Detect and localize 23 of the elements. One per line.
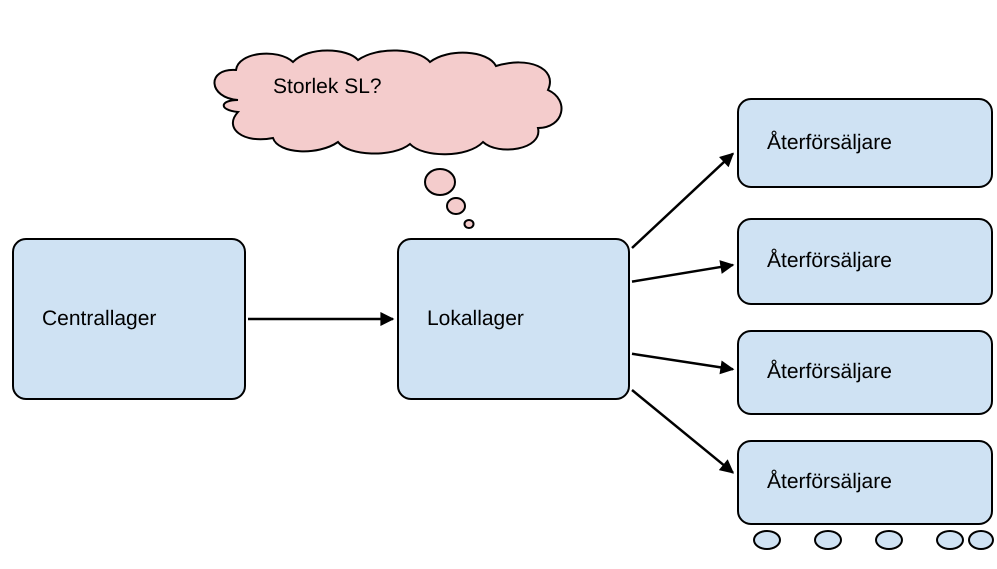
process-box [737,330,993,415]
process-box [737,98,993,188]
arrow [632,352,734,374]
node-label: Återförsäljare [767,469,892,496]
node-label: Återförsäljare [767,359,892,386]
ellipsis-dot [753,530,781,550]
node-label: Storlek SL? [273,75,382,98]
node-label: Återförsäljare [767,248,892,274]
ellipsis-dot [875,530,903,550]
arrow [631,152,734,249]
ellipsis-dot [968,530,994,550]
process-box [737,440,993,525]
process-box [12,238,246,400]
ellipsis-dot [936,530,964,550]
node-label: Återförsäljare [767,130,892,156]
ellipsis-dot [814,530,842,550]
arrow [248,312,394,326]
node-label: Centrallager [42,306,156,332]
arrow [632,260,734,283]
process-box [737,218,993,305]
process-box [397,238,630,400]
node-label: Lokallager [427,306,524,332]
arrow [631,389,734,474]
